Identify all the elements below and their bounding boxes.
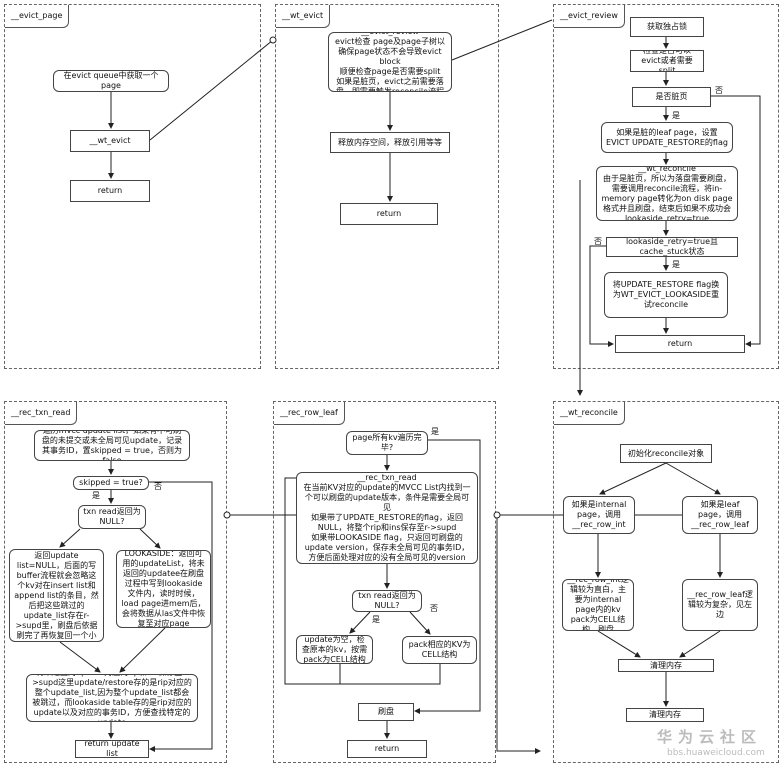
box-internal-page: 如果是internal page，调用__rec_row_int	[563, 496, 635, 534]
panel-evict-review: __evict_review	[553, 4, 779, 369]
panel-wt-evict: __wt_evict	[275, 4, 499, 369]
box-save-supd: 将未返回的update对应的rip和ins保存至r->supd这里update/…	[26, 674, 198, 722]
box-rec-txn-read-call: __rec_txn_read 在当前KV对应的update的MVCC List内…	[296, 472, 478, 564]
box-rec-row-leaf: __rec_row_leaf逻辑较为复杂，见左边	[682, 579, 758, 631]
box-clean-memory: 清理内存	[626, 708, 704, 722]
label-yes: 是	[672, 260, 680, 269]
watermark-url: bbs.huaweicloud.com	[667, 748, 765, 758]
box-skipped-check: skipped = true?	[73, 476, 149, 490]
label-yes: 是	[672, 111, 680, 120]
box-return: return	[340, 203, 438, 225]
label-no: 否	[715, 86, 723, 95]
label-yes: 是	[431, 427, 439, 436]
box-is-dirty: 是否脏页	[632, 87, 711, 107]
box-update-empty: update为空，检查原本的kv，按需pack为CELL结构	[296, 635, 373, 664]
box-clean-memory: 清理内存	[618, 659, 714, 672]
box-pack-kv: pack相应的KV为CELL结构	[402, 636, 477, 664]
box-lookaside: LOOKASIDE：返回可用的updateList，将未返回的updatee在刷…	[116, 550, 211, 628]
panel-wt-reconcile: __wt_reconcile	[553, 401, 779, 763]
panel-title: __wt_evict	[276, 5, 331, 28]
box-txn-read-null: txn read返回为NULL?	[78, 505, 146, 529]
panel-title: __rec_txn_read	[5, 402, 78, 425]
panel-title: __rec_row_leaf	[274, 402, 345, 425]
label-no: 否	[430, 604, 438, 613]
box-return: return	[615, 335, 745, 353]
label-no: 否	[154, 482, 162, 491]
box-wt-reconcile-call: __wt_reconcile 由于是脏页，所以为落盘需要刷盘，需要调用recon…	[596, 166, 738, 221]
box-return: return	[347, 740, 427, 758]
panel-title: __wt_reconcile	[554, 402, 625, 425]
box-flush: 刷盘	[358, 703, 414, 721]
panel-rec-txn-read: __rec_txn_read	[4, 401, 227, 763]
box-kv-traversed: page所有kv遍历完毕?	[346, 431, 428, 455]
box-rec-row-int: __rec_row_int逻辑较为直白，主要为internal page内的kv…	[562, 579, 634, 631]
box-leaf-page: 如果是leaf page，调用__rec_row_leaf	[682, 496, 758, 534]
box-init-reconcile: 初始化reconcile对象	[620, 444, 712, 463]
panel-title: __evict_review	[554, 5, 625, 28]
box-return-update-list: return update list	[75, 740, 149, 758]
box-exclusive-lock: 获取独占锁	[630, 17, 704, 37]
box-get-page: 在evict queue中获取一个page	[53, 70, 169, 92]
box-check-evict-split: 检查是否可以evict或者需要split	[630, 50, 704, 72]
box-evict-review-call: __evict_review evict检查 page及page子树以确保pag…	[328, 32, 452, 92]
panel-rec-row-leaf: __rec_row_leaf	[273, 401, 496, 763]
box-wt-evict-call: __wt_evict	[70, 130, 150, 152]
box-lookaside-retry: lookaside_retry=true且cache_stuck状态	[606, 237, 738, 257]
box-free-memory: 释放内存空间，释放引用等等	[330, 132, 450, 153]
box-txn-read-null: txn read返回为NULL?	[352, 590, 422, 612]
label-yes: 是	[92, 491, 100, 500]
box-update-restore: UPDATE_RESTORE：返回update list=NULL，后面的写bu…	[9, 549, 104, 642]
box-traverse-mvcc: 遍历mvcc update list，如果有不可刷盘的未提交或未全局可见upda…	[34, 430, 190, 461]
label-no: 否	[594, 237, 602, 246]
box-switch-lookaside: 将UPDATE_RESTORE flag换为WT_EVICT_LOOKASIDE…	[604, 272, 728, 318]
box-return: return	[70, 180, 150, 202]
watermark-brand: 华为云社区	[657, 728, 763, 746]
label-yes: 是	[372, 615, 380, 624]
box-set-restore-flag: 如果是脏的leaf page，设置EVICT UPDATE_RESTORE的fl…	[601, 122, 733, 153]
panel-title: __evict_page	[5, 5, 70, 28]
panel-evict-page: __evict_page	[4, 4, 261, 369]
